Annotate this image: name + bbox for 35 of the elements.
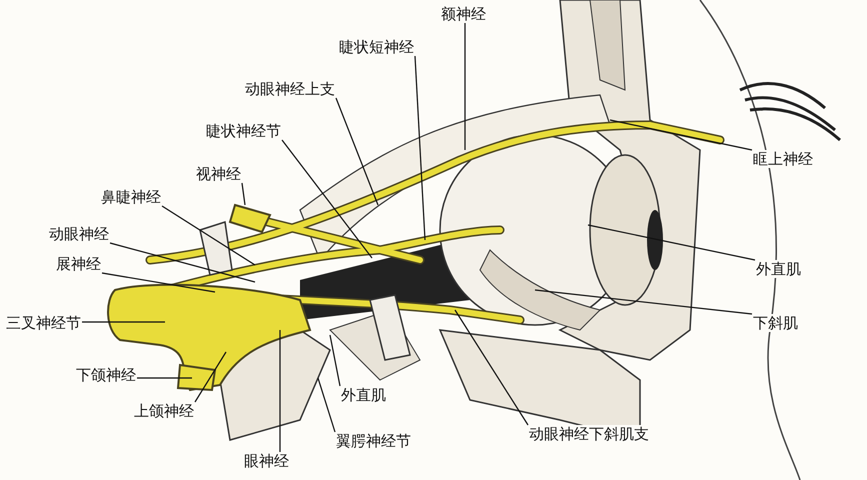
part-label: 眼神经 (243, 452, 290, 470)
leader-line (110, 242, 256, 283)
part-label: 三叉神经节 (5, 314, 82, 332)
part-label: 额神经 (440, 5, 487, 23)
part-label: 眶上神经 (752, 150, 814, 168)
part-label: 动眼神经下斜肌支 (528, 425, 650, 443)
part-label: 展神经 (55, 255, 102, 273)
leader-line (317, 378, 336, 432)
part-label: 翼腭神经节 (335, 432, 412, 450)
leader-line (335, 98, 379, 206)
part-label: 下斜肌 (752, 314, 799, 332)
leader-line (464, 23, 466, 150)
part-label: 视神经 (195, 165, 242, 183)
part-label: 上颌神经 (133, 402, 195, 420)
leader-line (137, 377, 192, 379)
leader-line (241, 182, 246, 206)
leader-line (282, 140, 372, 258)
part-label: 鼻睫神经 (100, 188, 162, 206)
leader-line (414, 56, 426, 240)
leader-line (279, 330, 281, 452)
part-label: 外直肌 (755, 260, 802, 278)
leader-line (162, 206, 256, 266)
leader-line (454, 310, 528, 426)
part-label: 睫状神经节 (205, 122, 282, 140)
part-label: 动眼神经 (48, 225, 110, 243)
leader-line (610, 119, 752, 151)
part-label: 睫状短神经 (338, 38, 415, 56)
part-label: 动眼神经上支 (244, 80, 336, 98)
part-label: 外直肌 (340, 386, 387, 404)
leader-line (588, 224, 756, 261)
leader-line (102, 272, 216, 293)
part-label: 下颌神经 (75, 366, 137, 384)
leader-line (534, 289, 752, 315)
leader-line (329, 334, 341, 386)
leader-line (82, 321, 165, 323)
